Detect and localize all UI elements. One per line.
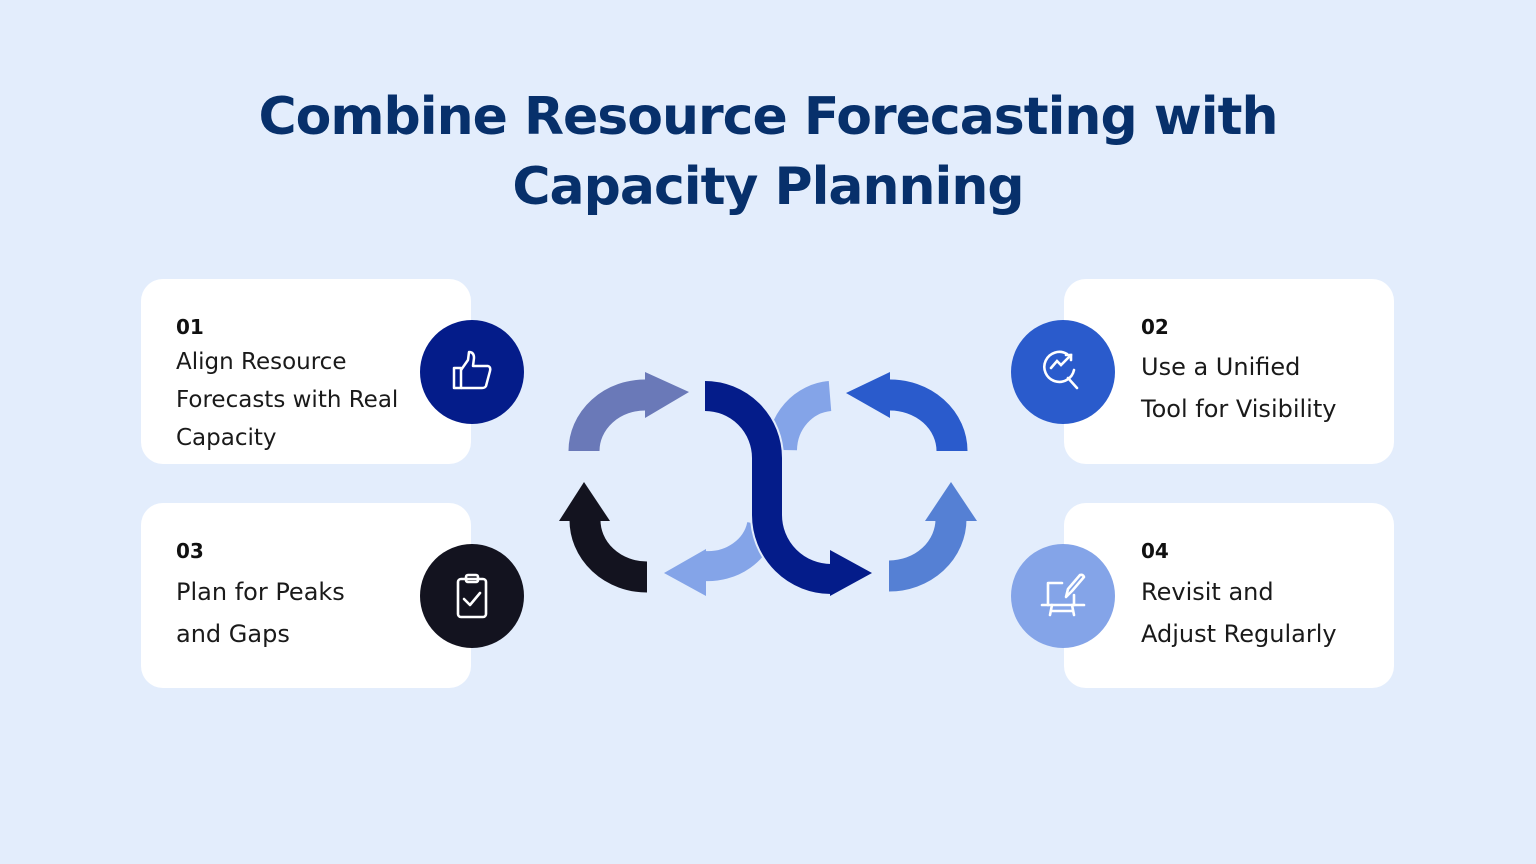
step-text-line: Adjust Regularly — [1141, 620, 1337, 648]
step-text: Revisit and Adjust Regularly — [1141, 571, 1337, 655]
thumbs-up-icon — [420, 320, 524, 424]
step-text-line: Capacity — [176, 425, 277, 451]
step-text-line: Plan for Peaks — [176, 578, 345, 606]
title-line-2: Capacity Planning — [512, 157, 1024, 217]
step-text-line: Revisit and — [1141, 578, 1274, 606]
step-text-line: Use a Unified — [1141, 353, 1301, 381]
step-number: 02 — [1141, 315, 1169, 339]
step-text: Plan for Peaks and Gaps — [176, 571, 345, 655]
step-text-line: Forecasts with Real — [176, 387, 399, 413]
step-text-line: Tool for Visibility — [1141, 395, 1337, 423]
arrow-bottom-right — [888, 482, 977, 592]
step-text: Align Resource Forecasts with Real Capac… — [176, 343, 398, 457]
clipboard-check-icon — [420, 544, 524, 648]
arrow-bottom-left — [559, 482, 648, 593]
step-card-01: 01 Align Resource Forecasts with Real Ca… — [141, 279, 471, 464]
step-text: Use a Unified Tool for Visibility — [1141, 346, 1336, 430]
step-number: 04 — [1141, 539, 1169, 563]
step-number: 03 — [176, 539, 204, 563]
presentation-edit-icon — [1011, 544, 1115, 648]
step-card-04: 04 Revisit and Adjust Regularly — [1064, 503, 1394, 688]
arrow-navy-center — [704, 379, 872, 596]
title-line-1: Combine Resource Forecasting with — [258, 87, 1278, 147]
arrow-top-right — [846, 372, 968, 452]
step-text-line: and Gaps — [176, 620, 290, 648]
step-card-02: 02 Use a Unified Tool for Visibility — [1064, 279, 1394, 464]
step-card-03: 03 Plan for Peaks and Gaps — [141, 503, 471, 688]
search-analytics-icon — [1011, 320, 1115, 424]
page-title: Combine Resource Forecasting with Capaci… — [0, 82, 1536, 222]
step-number: 01 — [176, 315, 204, 339]
step-text-line: Align Resource — [176, 349, 347, 375]
arrow-top-left — [568, 372, 689, 452]
